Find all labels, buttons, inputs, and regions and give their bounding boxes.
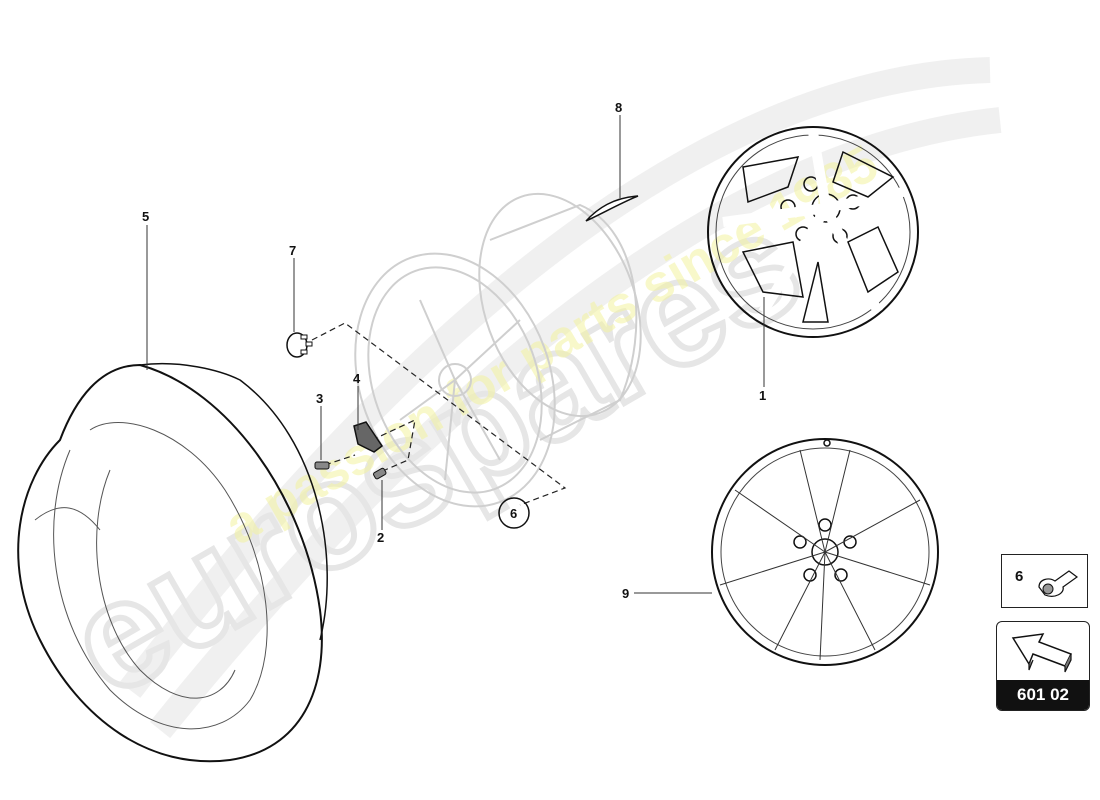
leader-line-2 [381,480,383,530]
valve-part [314,461,330,470]
leader-line-5 [146,225,148,370]
balance-weight-part [585,195,639,222]
wheel-1-drawing [707,126,919,338]
legend-part-number: 6 [1015,568,1024,585]
legend-part-6: 6 [1001,554,1088,608]
callout-1: 1 [759,388,767,403]
callout-8: 8 [615,100,623,115]
navigation-page-button[interactable]: 601 02 [996,621,1090,711]
leader-line-9 [634,592,712,594]
callout-7: 7 [289,243,297,258]
tire-pressure-sensor-part [353,421,384,453]
leader-line-4 [357,386,359,430]
circled-reference-label: 6 [510,506,518,521]
callout-9: 9 [622,586,630,601]
page-code-label: 601 02 [997,680,1089,710]
callout-2: 2 [377,530,385,545]
valve-nut-part [373,467,387,480]
leader-line-1 [763,297,765,387]
circled-reference-6 [498,497,530,529]
callout-3: 3 [316,391,324,406]
leader-line-7 [293,258,295,332]
callout-5: 5 [142,209,150,224]
arrow-icon [1011,633,1073,673]
callout-4: 4 [353,371,361,386]
wheel-bolt-icon [1038,570,1079,597]
leader-line-8 [619,115,621,198]
leader-line-3 [320,406,322,460]
wheel-9-drawing [711,438,939,666]
center-cap-part [286,332,313,358]
